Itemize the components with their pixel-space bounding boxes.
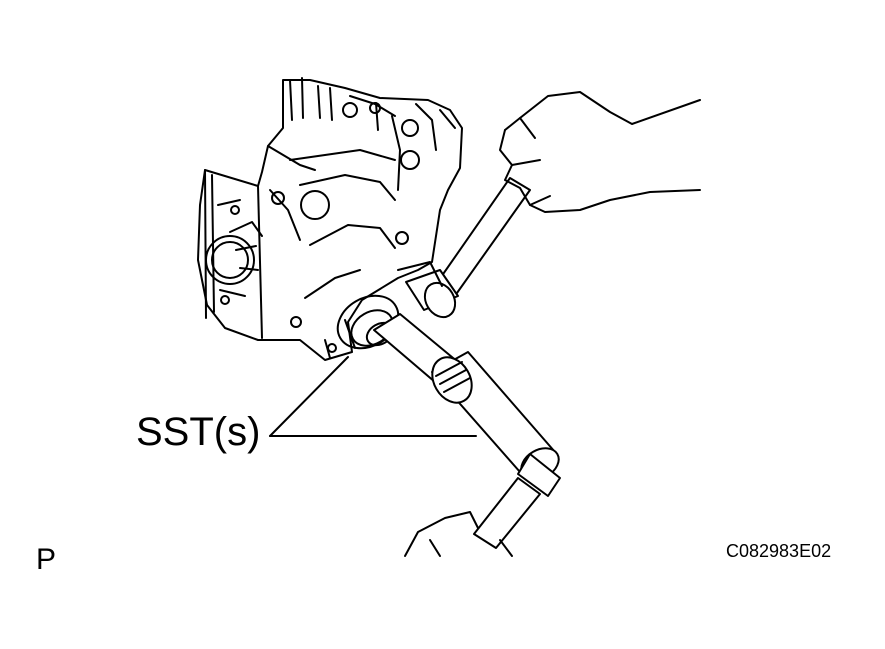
lower-handle (473, 477, 541, 549)
sst-callout-label: SST(s) (136, 410, 261, 454)
socket-extension (373, 313, 561, 497)
housing-bolts (205, 102, 420, 353)
figure-id-label: C082983E02 (726, 541, 832, 561)
upper-handle (397, 177, 531, 319)
sst-leader-lines (269, 356, 477, 437)
view-letter-label: P (36, 543, 57, 576)
lower-hand (404, 511, 513, 557)
upper-hand (499, 91, 701, 213)
transmission-housing (197, 77, 463, 361)
